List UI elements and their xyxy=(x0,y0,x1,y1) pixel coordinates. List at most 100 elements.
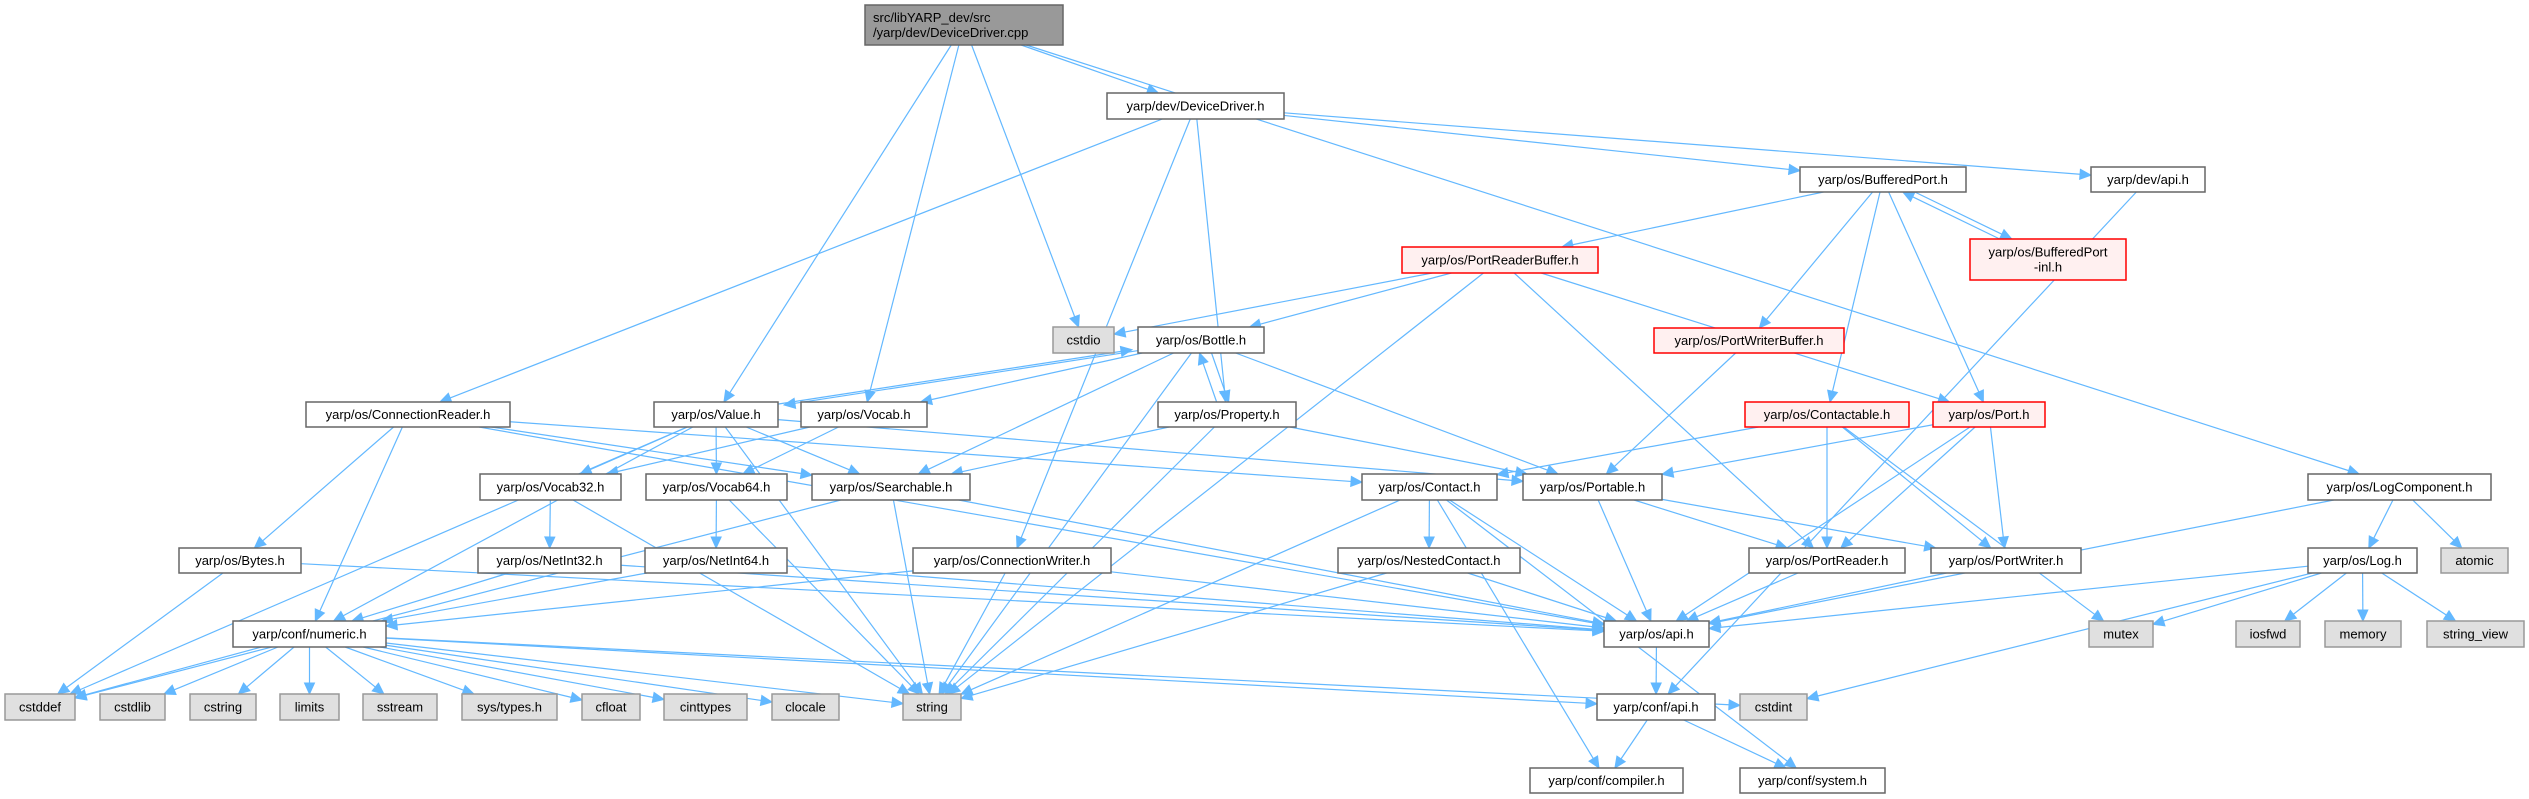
node-property[interactable]: yarp/os/Property.h xyxy=(1157,401,1297,428)
arrowhead-icon xyxy=(1667,681,1681,695)
node-portwriter[interactable]: yarp/os/PortWriter.h xyxy=(1930,547,2082,574)
node-confapi[interactable]: yarp/conf/api.h xyxy=(1596,693,1716,721)
node-devapi[interactable]: yarp/dev/api.h xyxy=(2090,166,2206,193)
node-iosfwd: iosfwd xyxy=(2235,620,2301,648)
edge-property-to-searchable xyxy=(950,426,1170,478)
node-mutex: mutex xyxy=(2088,620,2154,648)
edge-numeric-to-cstring xyxy=(237,646,295,695)
node-contactable[interactable]: yarp/os/Contactable.h xyxy=(1744,401,1910,428)
edge-numeric-to-limits xyxy=(303,647,316,696)
edge-vocab64-to-netint64 xyxy=(710,499,722,550)
edge-value-to-cstddef xyxy=(68,426,688,695)
edge-line xyxy=(970,499,1401,691)
node-portreader[interactable]: yarp/os/PortReader.h xyxy=(1748,547,1906,574)
edge-port-to-portable xyxy=(1660,424,1934,478)
arrowhead-icon xyxy=(907,681,921,695)
edge-line xyxy=(363,646,572,698)
node-label: yarp/os/Vocab.h xyxy=(817,407,910,422)
node-label: cstdio xyxy=(1067,333,1101,348)
arrowhead-icon xyxy=(1588,755,1600,770)
node-cinttypes: cinttypes xyxy=(663,693,748,721)
node-netint32[interactable]: yarp/os/NetInt32.h xyxy=(477,547,622,574)
node-netint64[interactable]: yarp/os/NetInt64.h xyxy=(644,547,788,574)
node-label: yarp/os/Property.h xyxy=(1174,407,1279,422)
arrowhead-icon xyxy=(303,682,316,696)
node-numeric[interactable]: yarp/conf/numeric.h xyxy=(232,620,387,648)
node-nestedcontact[interactable]: yarp/os/NestedContact.h xyxy=(1337,547,1521,574)
edge-searchable-to-string xyxy=(892,499,934,696)
node-pwbuf[interactable]: yarp/os/PortWriterBuffer.h xyxy=(1653,327,1845,354)
node-value[interactable]: yarp/os/Value.h xyxy=(653,401,779,428)
node-contact[interactable]: yarp/os/Contact.h xyxy=(1361,473,1498,501)
node-box xyxy=(1361,473,1498,501)
node-connwriter[interactable]: yarp/os/ConnectionWriter.h xyxy=(912,547,1112,574)
node-label: yarp/os/LogComponent.h xyxy=(2327,480,2473,495)
edge-line xyxy=(1683,719,1777,764)
edge-line xyxy=(1672,424,1934,473)
node-devdriver[interactable]: yarp/dev/DeviceDriver.h xyxy=(1106,92,1285,120)
node-compiler[interactable]: yarp/conf/compiler.h xyxy=(1529,767,1684,794)
node-searchable[interactable]: yarp/os/Searchable.h xyxy=(811,473,971,501)
node-box xyxy=(663,693,748,721)
node-atomic: atomic xyxy=(2440,547,2509,574)
edge-line xyxy=(478,426,1594,624)
node-box xyxy=(1930,547,2082,574)
edge-numeric-to-cfloat xyxy=(363,646,584,703)
node-label: yarp/os/api.h xyxy=(1619,627,1693,642)
node-bottle[interactable]: yarp/os/Bottle.h xyxy=(1137,326,1265,354)
node-logcomp[interactable]: yarp/os/LogComponent.h xyxy=(2307,473,2492,501)
node-bufport[interactable]: yarp/os/BufferedPort.h xyxy=(1799,166,1967,193)
node-box xyxy=(1799,166,1967,193)
edge-bottle-to-property xyxy=(1210,352,1231,404)
edge-line xyxy=(1661,498,1925,547)
node-port[interactable]: yarp/os/Port.h xyxy=(1932,401,2046,428)
arrowhead-icon xyxy=(1640,608,1652,623)
node-vocab[interactable]: yarp/os/Vocab.h xyxy=(800,401,928,428)
node-vocab32[interactable]: yarp/os/Vocab32.h xyxy=(479,473,622,501)
node-osapi[interactable]: yarp/os/api.h xyxy=(1603,620,1710,648)
edge-line xyxy=(771,350,1122,406)
edge-line xyxy=(66,572,224,688)
arrowhead-icon xyxy=(890,696,905,708)
node-root[interactable]: src/libYARP_dev/src/yarp/dev/DeviceDrive… xyxy=(864,4,1064,46)
node-bufportinl[interactable]: yarp/os/BufferedPort-inl.h xyxy=(1969,238,2127,281)
edge-line xyxy=(1914,191,2003,235)
edge-root-to-devdriver xyxy=(1020,44,1160,95)
node-prbuf[interactable]: yarp/os/PortReaderBuffer.h xyxy=(1401,246,1599,274)
node-label: src/libYARP_dev/src xyxy=(873,10,991,25)
arrowhead-icon xyxy=(1675,609,1689,622)
node-portable[interactable]: yarp/os/Portable.h xyxy=(1522,473,1663,501)
edge-line xyxy=(869,44,960,392)
arrowhead-icon xyxy=(1511,474,1525,487)
node-box xyxy=(864,4,1064,46)
node-connreader[interactable]: yarp/os/ConnectionReader.h xyxy=(305,401,511,428)
edge-bytes-to-cstddef xyxy=(56,572,224,695)
node-box xyxy=(644,547,788,574)
node-box xyxy=(1932,401,2046,428)
node-box xyxy=(362,693,438,721)
edge-connreader-to-bytes xyxy=(253,426,395,549)
node-bytes[interactable]: yarp/os/Bytes.h xyxy=(178,547,302,574)
arrowhead-icon xyxy=(1973,389,1984,404)
edge-port-to-osapi xyxy=(1675,426,1971,622)
node-box xyxy=(2235,620,2301,648)
node-vocab64[interactable]: yarp/os/Vocab64.h xyxy=(645,473,788,501)
edge-line xyxy=(379,646,654,698)
arrowhead-icon xyxy=(1585,697,1599,709)
node-log[interactable]: yarp/os/Log.h xyxy=(2307,547,2418,574)
node-system[interactable]: yarp/conf/system.h xyxy=(1739,767,1886,794)
edge-line xyxy=(572,499,901,690)
node-box xyxy=(2088,620,2154,648)
edge-line xyxy=(396,570,914,626)
arrowhead-icon xyxy=(544,536,556,550)
edge-line xyxy=(1597,499,1647,612)
edge-vocab64-to-string xyxy=(728,499,921,695)
arrowhead-icon xyxy=(782,397,797,409)
edge-line xyxy=(344,646,464,691)
node-label: cstring xyxy=(204,700,242,715)
edge-line xyxy=(549,499,551,538)
edge-netint64-to-numeric xyxy=(380,572,647,625)
edge-contact-to-osapi xyxy=(1449,499,1638,622)
node-box xyxy=(811,473,971,501)
node-label: yarp/os/Bytes.h xyxy=(195,553,285,568)
